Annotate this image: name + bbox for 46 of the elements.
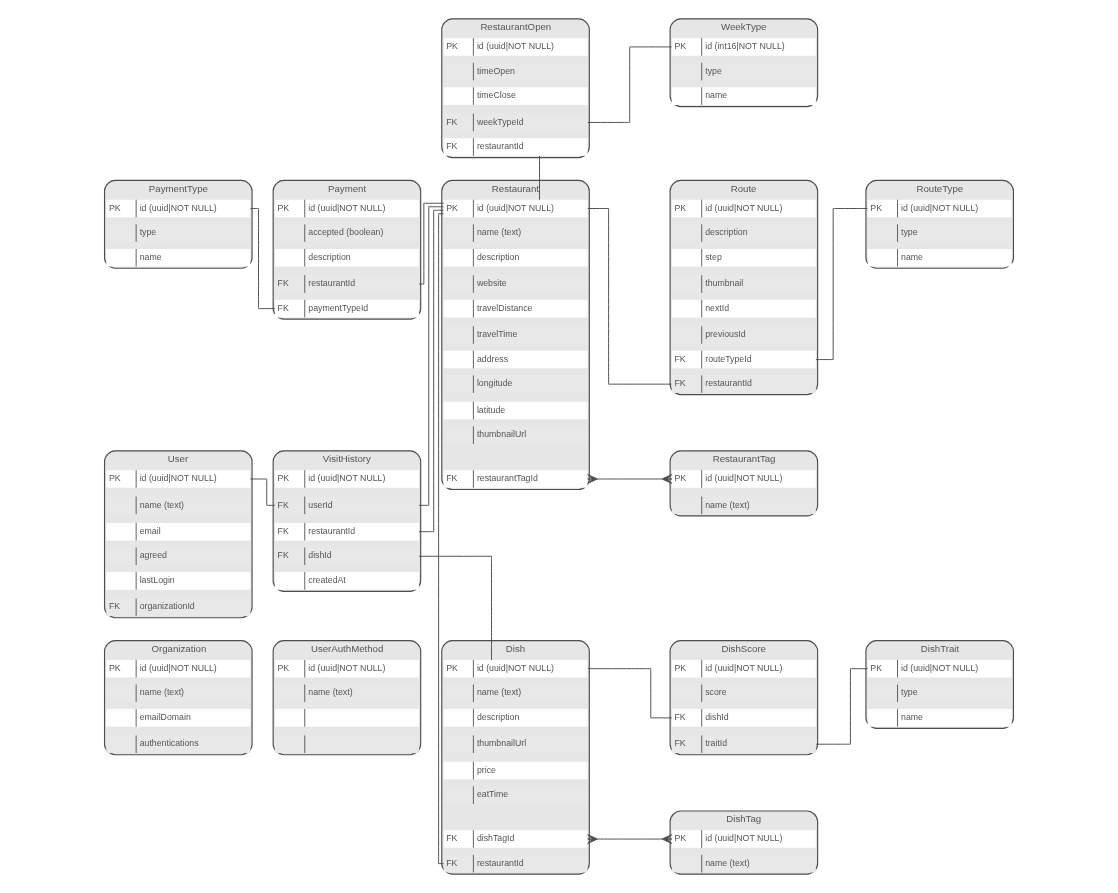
node-text: FK restaurantId: [446, 857, 524, 868]
node-text: FK userId: [277, 499, 333, 510]
connector: [815, 668, 869, 745]
node-text: type: [705, 65, 722, 76]
connector: [587, 668, 673, 719]
node-text: agreed: [139, 550, 167, 561]
node-text: FK organizationId: [108, 601, 195, 612]
node-text: description: [705, 227, 748, 238]
connector: [250, 478, 276, 506]
node-text: name (text): [476, 227, 522, 238]
connector: [587, 46, 673, 123]
connector: [587, 208, 672, 385]
connector: [438, 213, 444, 865]
node-text: accepted (boolean): [308, 227, 384, 238]
node-text: thumbnailUrl: [476, 738, 527, 749]
node-text: thumbnail: [705, 278, 744, 289]
node-text: FK dishId: [277, 550, 332, 561]
node-text: longitude: [476, 378, 513, 389]
node-text: FK restaurantId: [277, 278, 356, 289]
node-text: score: [705, 687, 727, 698]
node-text: name (text): [308, 687, 353, 698]
connector: [815, 208, 868, 361]
connector: [539, 155, 540, 201]
node-text: travelTime: [476, 329, 518, 340]
node-text: FK weekTypeId: [446, 116, 524, 127]
connector: [250, 208, 276, 310]
node-text: authentications: [139, 738, 199, 749]
node-text: timeOpen: [476, 65, 515, 76]
node-text: eatTime: [476, 789, 509, 800]
node-text: FK traitId: [674, 738, 728, 749]
node-text: name (text): [139, 499, 185, 510]
connector: [418, 202, 444, 285]
connector: [587, 474, 673, 484]
node-text: name (text): [705, 857, 750, 868]
node-text: previousId: [705, 329, 746, 340]
connector: [587, 834, 673, 844]
connector: [418, 555, 492, 661]
node-text: website: [476, 278, 507, 289]
node-text: thumbnailUrl: [476, 429, 527, 440]
node-text: FK restaurantId: [674, 378, 752, 389]
node-text: name (text): [705, 499, 750, 510]
node-text: name (text): [476, 687, 522, 698]
node-text: type: [901, 687, 918, 698]
node-text: type: [901, 227, 918, 238]
node-text: type: [139, 227, 157, 238]
node-text: name (text): [139, 687, 185, 698]
